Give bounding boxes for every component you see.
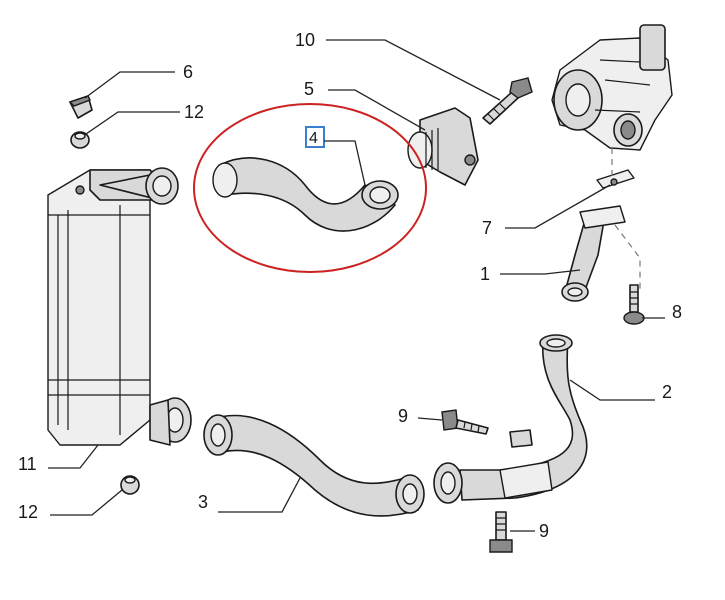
leader-2 bbox=[569, 379, 655, 401]
leader-12-bottom bbox=[50, 489, 123, 516]
callout-5: 5 bbox=[304, 79, 314, 99]
callout-4: 4 bbox=[309, 130, 318, 147]
bolt-9-bottom bbox=[489, 511, 513, 553]
callout-3: 3 bbox=[198, 492, 208, 512]
leader-3 bbox=[218, 477, 301, 513]
intercooler bbox=[47, 167, 192, 446]
grommet-12-top bbox=[70, 131, 90, 149]
turbocharger bbox=[551, 24, 673, 151]
pipe-2 bbox=[433, 334, 588, 504]
leader-11 bbox=[48, 444, 99, 469]
grommet-12-bottom bbox=[120, 475, 140, 495]
bolt-10 bbox=[482, 77, 533, 125]
cap-6 bbox=[68, 95, 93, 119]
leader-9-mid bbox=[417, 417, 443, 421]
leader-1 bbox=[500, 269, 581, 275]
leader-6 bbox=[84, 71, 175, 99]
callout-1: 1 bbox=[480, 264, 490, 284]
callout-7: 7 bbox=[482, 218, 492, 238]
hose-4 bbox=[212, 157, 399, 232]
callout-12-top: 12 bbox=[184, 102, 204, 122]
highlight-ellipse bbox=[193, 103, 427, 273]
leader-4 bbox=[324, 140, 366, 186]
bolt-8 bbox=[623, 284, 645, 325]
callout-2: 2 bbox=[662, 382, 672, 402]
callout-11: 11 bbox=[18, 454, 37, 474]
callout-12-bottom: 12 bbox=[18, 502, 38, 522]
leader-7 bbox=[505, 184, 611, 229]
alignment-line-2 bbox=[614, 224, 641, 290]
callout-9-bottom: 9 bbox=[539, 521, 549, 541]
callout-6: 6 bbox=[183, 62, 193, 82]
leader-10 bbox=[326, 39, 501, 101]
callout-9-mid: 9 bbox=[398, 406, 408, 426]
hose-3 bbox=[203, 414, 425, 517]
highlight-box bbox=[305, 126, 325, 148]
pipe-1 bbox=[561, 205, 626, 302]
callout-10: 10 bbox=[295, 30, 315, 50]
callout-8: 8 bbox=[672, 302, 682, 322]
throttle-body bbox=[407, 107, 479, 186]
gasket-7 bbox=[596, 169, 635, 189]
leader-12-top bbox=[85, 111, 180, 135]
leader-5 bbox=[328, 89, 426, 131]
bolt-9-mid bbox=[441, 409, 489, 435]
